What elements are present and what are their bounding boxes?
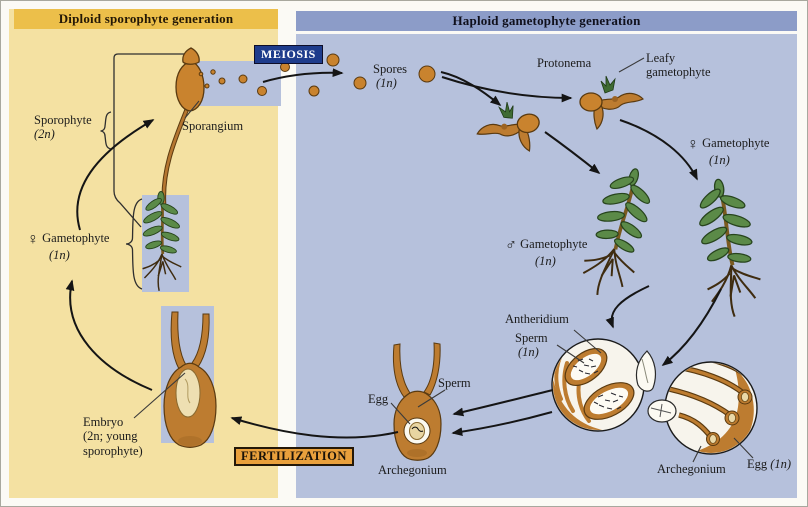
antheridium-sperm-label: Sperm (1n) (515, 331, 548, 360)
haploid-panel-title: Haploid gametophyte generation (452, 13, 641, 28)
archegonium-center-label: Archegonium (378, 463, 447, 477)
female-symbol: ♀ (27, 231, 39, 248)
spores-label: Spores (1n) (373, 62, 408, 91)
female-symbol: ♀ (687, 136, 699, 153)
archegonium-right-label: Archegonium (657, 462, 726, 476)
antheridium-label: Antheridium (505, 312, 569, 326)
female-gametophyte-right-label: ♀ Gametophyte (1n) (687, 136, 770, 167)
meiosis-label: MEIOSIS (254, 45, 323, 64)
diploid-panel-header: Diploid sporophyte generation (14, 9, 278, 29)
male-symbol: ♂ (505, 237, 517, 254)
sperm-label: Sperm (438, 376, 471, 390)
female-gametophyte-left-label: ♀ Gametophyte (1n) (27, 231, 110, 262)
egg-label: Egg (368, 392, 389, 406)
protonema-label: Protonema (537, 56, 592, 70)
sporangium-label: Sporangium (182, 119, 244, 133)
male-gametophyte-label: ♂ Gametophyte (1n) (505, 237, 588, 268)
haploid-panel-header: Haploid gametophyte generation (296, 11, 797, 31)
leafy-gametophyte-label: Leafy gametophyte (646, 51, 711, 80)
diploid-panel-title: Diploid sporophyte generation (58, 11, 234, 26)
embryo-label: Embryo (2n; young sporophyte) (83, 415, 143, 458)
egg-right-label: Egg (1n) (747, 457, 792, 471)
fertilization-label: FERTILIZATION (234, 447, 354, 466)
sporophyte-label: Sporophyte (2n) (34, 113, 92, 142)
